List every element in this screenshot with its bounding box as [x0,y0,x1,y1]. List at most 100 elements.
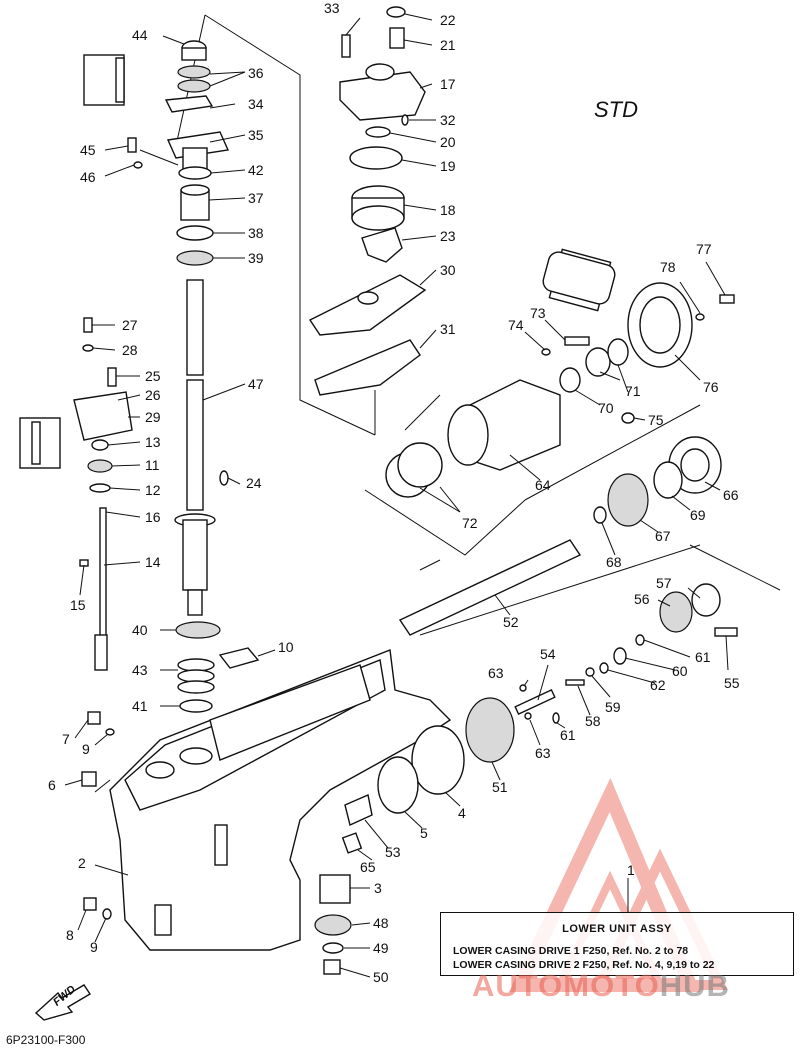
part-label: 19 [440,158,456,174]
part-label: 23 [440,228,456,244]
part-label: 36 [248,65,264,81]
part-label: 44 [132,27,148,43]
part-label: 26 [145,387,161,403]
water-pump-assembly [308,6,427,396]
part-label: 18 [440,202,456,218]
left-fasteners [34,137,143,1021]
part-label: 52 [503,614,519,630]
part-label: 41 [132,698,148,714]
part-label: 61 [560,727,576,743]
part-label: 22 [440,12,456,28]
leader-lines [64,13,729,978]
part-number-labels: 1 2 3 4 5 6 7 8 9 9 10 11 12 13 14 15 16… [48,0,740,985]
part-label: 43 [132,662,148,678]
part-label: 39 [248,250,264,266]
part-label: 60 [672,663,688,679]
part-label: 65 [360,859,376,875]
part-label: 14 [145,554,161,570]
part-label: 15 [70,597,86,613]
part-label: 5 [420,825,428,841]
part-label: 8 [66,927,74,943]
part-label: 69 [690,507,706,523]
drawing-code: 6P23100-F300 [6,1033,86,1047]
part-label: 56 [634,591,650,607]
part-label: 7 [62,731,70,747]
part-label: 75 [648,412,664,428]
part-label: 78 [660,259,676,275]
part-label: 24 [246,475,262,491]
part-label: 57 [656,575,672,591]
part-label: 40 [132,622,148,638]
watermark-text: AUTOMOTOHUB [472,968,730,1004]
part-label: 53 [385,844,401,860]
assembly-line-2: LOWER CASING DRIVE 2 F250, Ref. No. 4, 9… [453,959,715,971]
driveshaft-assembly [164,40,260,713]
part-label: 76 [703,379,719,395]
part-label: 54 [540,646,556,662]
part-label: 63 [488,665,504,681]
part-label: 45 [80,142,96,158]
part-label: 71 [625,383,641,399]
part-label: 11 [145,457,160,473]
part-label: 28 [122,342,138,358]
part-label: 67 [655,528,671,544]
part-label: 20 [440,134,456,150]
part-label: 32 [440,112,456,128]
shift-rod-assembly [19,54,133,671]
part-label: 58 [585,713,601,729]
part-label: 61 [695,649,711,665]
part-label: 59 [605,699,621,715]
part-label: 9 [82,741,90,757]
watermark-part1: AUTOMOTO [472,968,660,1003]
part-label: 13 [145,434,161,450]
part-label: 21 [440,37,456,53]
part-label: 70 [598,400,614,416]
part-label: 37 [248,190,264,206]
part-label: 66 [723,487,739,503]
assembly-line-1: LOWER CASING DRIVE 1 F250, Ref. No. 2 to… [453,945,689,957]
part-label: 27 [122,317,138,333]
part-label: 64 [535,477,551,493]
part-label: 31 [440,321,456,337]
part-label: 30 [440,262,456,278]
part-label: 1 [627,862,635,878]
part-label: 46 [80,169,96,185]
part-label: 9 [90,939,98,955]
part-label: 34 [248,96,264,112]
part-label: 48 [373,915,389,931]
part-label: 51 [492,779,508,795]
part-label: 4 [458,805,466,821]
part-label: 6 [48,777,56,793]
assembly-info-box: LOWER UNIT ASSY LOWER CASING DRIVE 1 F25… [440,912,794,976]
std-label: STD [594,97,638,122]
group-frame-lines [94,14,781,793]
part-label: 12 [145,482,161,498]
part-label: 33 [324,0,340,16]
lower-casing [109,649,452,951]
part-label: 38 [248,225,264,241]
assembly-title: LOWER UNIT ASSY [562,923,672,935]
part-label: 49 [373,940,389,956]
part-label: 74 [508,317,524,333]
part-label: 47 [248,376,264,392]
watermark-part2: HUB [659,968,730,1003]
part-label: 16 [145,509,161,525]
part-label: 42 [248,162,264,178]
part-label: 55 [724,675,740,691]
part-label: 10 [278,639,294,655]
part-label: 3 [374,880,382,896]
part-label: 72 [462,515,478,531]
part-label: 50 [373,969,389,985]
part-label: 73 [530,305,546,321]
part-label: 35 [248,127,264,143]
part-label: 77 [696,241,712,257]
part-label: 17 [440,76,456,92]
part-label: 2 [78,855,86,871]
part-label: 62 [650,677,666,693]
part-label: 68 [606,554,622,570]
part-label: 25 [145,368,161,384]
part-label: 29 [145,409,161,425]
part-label: 63 [535,745,551,761]
